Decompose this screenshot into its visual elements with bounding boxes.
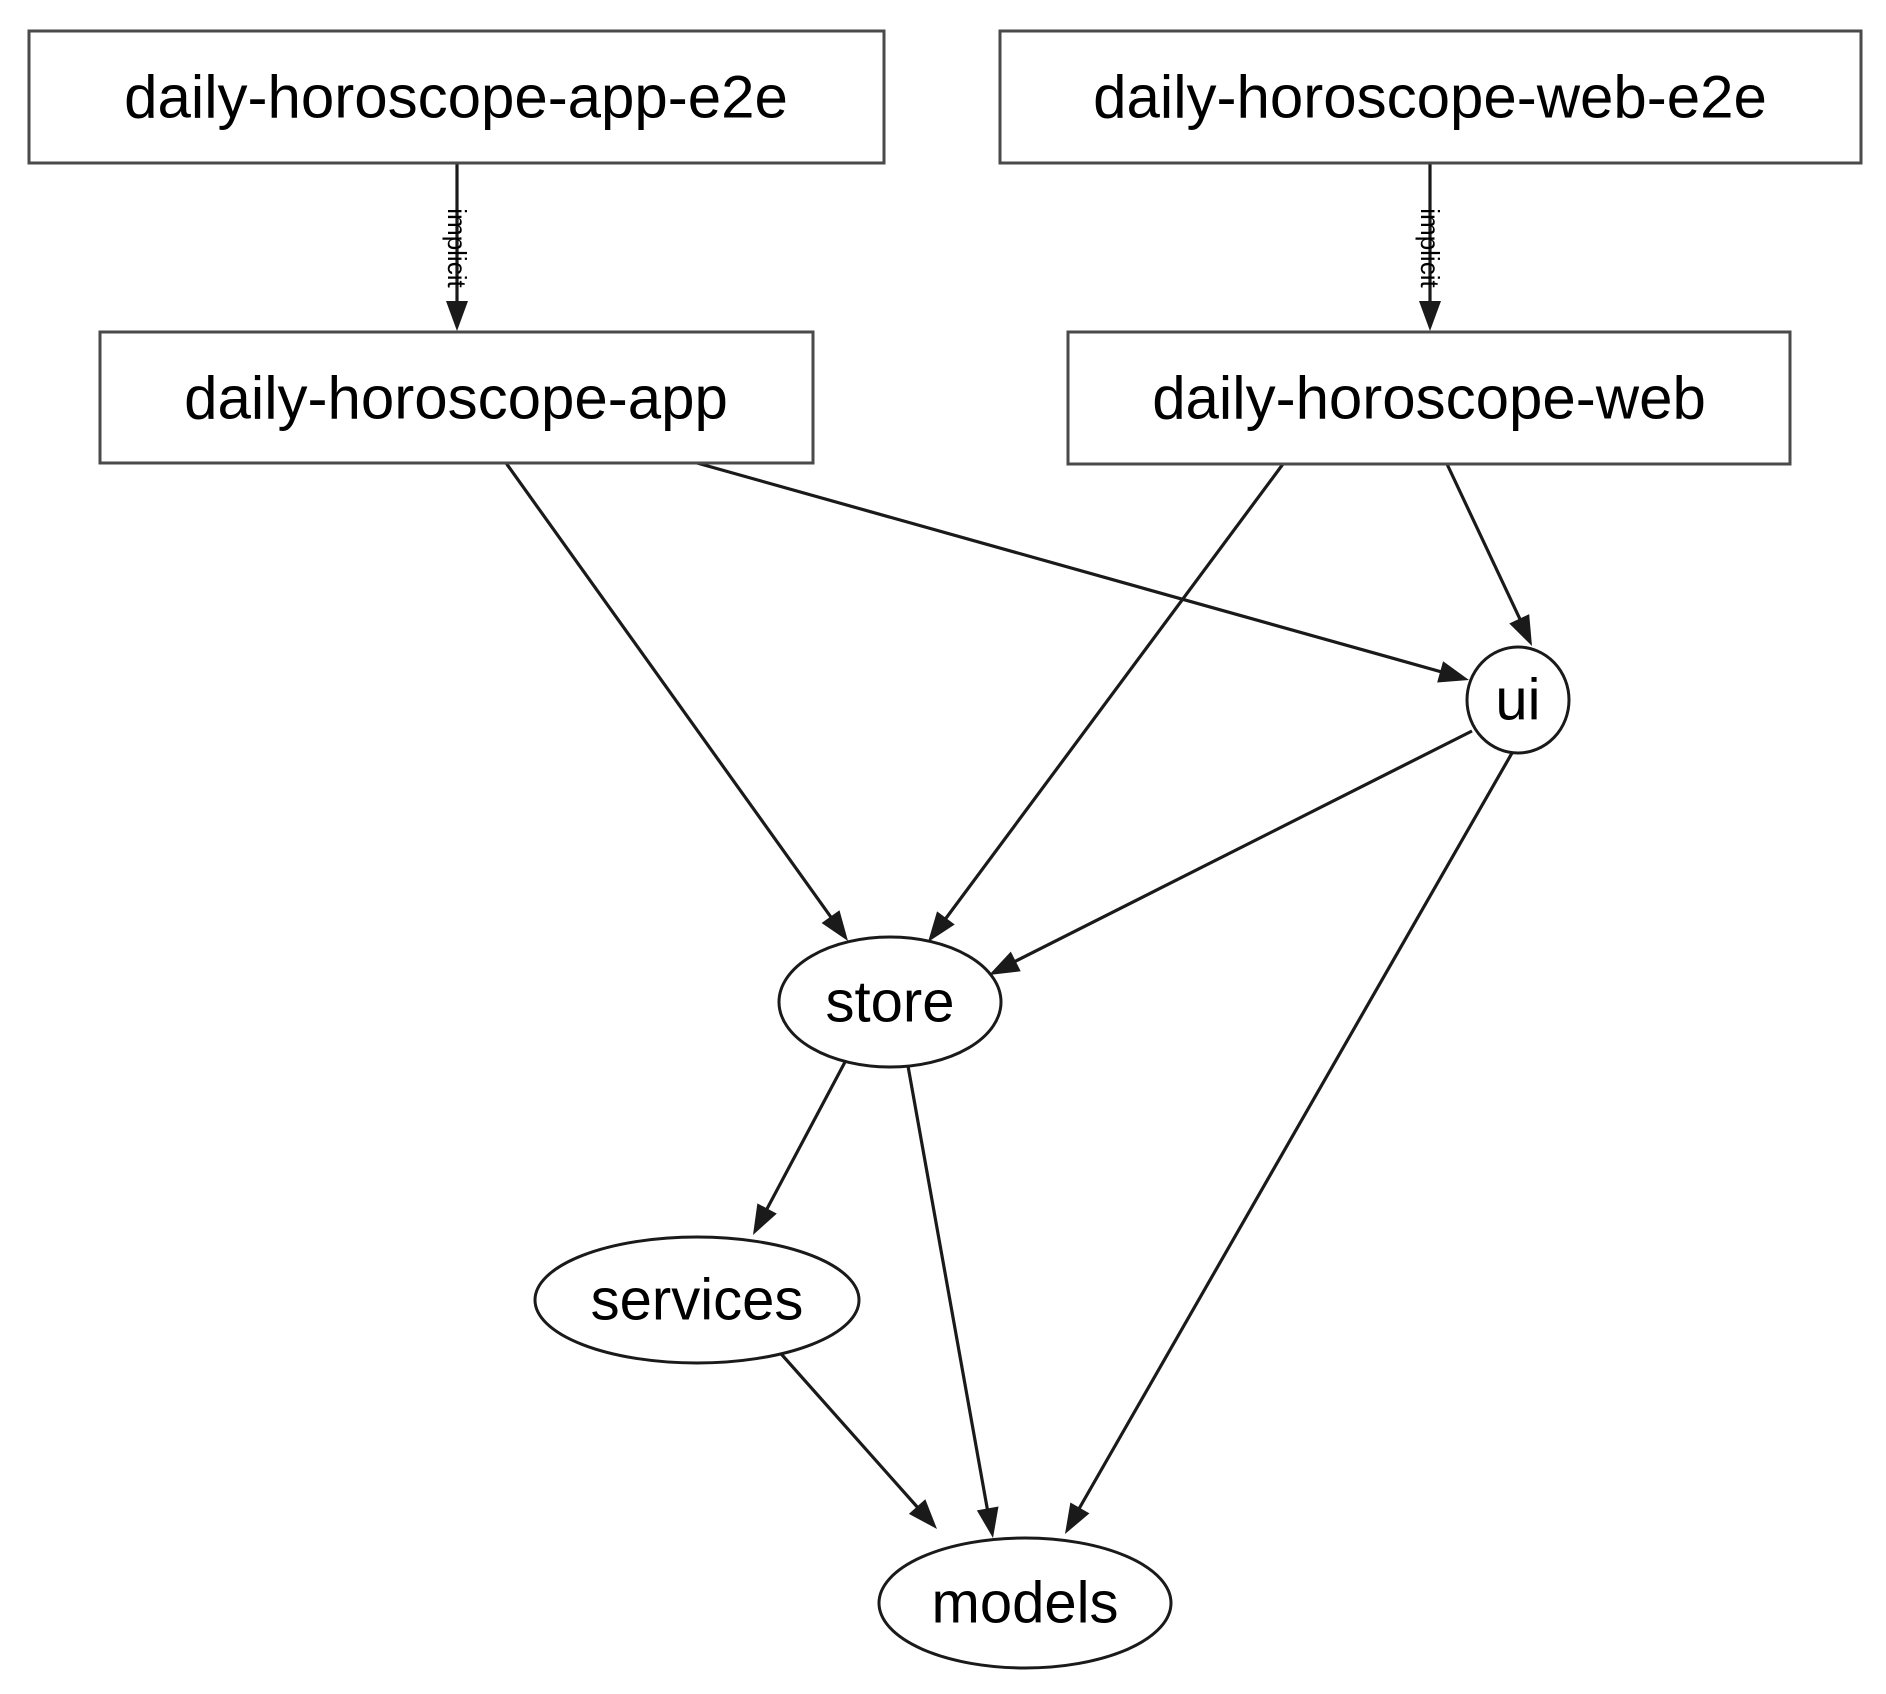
- edge-arrowhead-icon: [446, 301, 468, 331]
- node-box-shape[interactable]: [998, 29, 1863, 165]
- graph-edge: [928, 463, 1285, 942]
- edge-arrowhead-icon: [989, 951, 1021, 975]
- edge-label: implicit: [1415, 208, 1445, 288]
- edge-arrowhead-icon: [1065, 1502, 1090, 1534]
- node-label: daily-horoscope-web: [1152, 365, 1706, 432]
- graph-edge: [989, 729, 1473, 975]
- node-label: store: [826, 970, 955, 1035]
- edge-label: implicit: [442, 208, 472, 288]
- nodes-layer: daily-horoscope-app-e2e daily-horoscope-w…: [27, 29, 1863, 1670]
- graph-node-daily-horoscope-app[interactable]: daily-horoscope-app: [98, 330, 815, 465]
- graph-node-services[interactable]: services: [533, 1235, 861, 1365]
- node-label: daily-horoscope-app: [184, 365, 728, 432]
- edge-arrowhead-icon: [1419, 301, 1441, 331]
- edges-layer: [446, 163, 1532, 1538]
- graph-edge: [1065, 752, 1514, 1534]
- node-ellipse-shape[interactable]: [1465, 645, 1571, 755]
- edge-line: [773, 1345, 929, 1520]
- node-box-shape[interactable]: [27, 29, 886, 165]
- node-ellipse-shape[interactable]: [877, 1536, 1173, 1670]
- edge-line: [1070, 752, 1514, 1522]
- graph-edge: [1445, 463, 1532, 646]
- edge-line: [906, 1065, 992, 1525]
- edge-arrowhead-icon: [976, 1506, 999, 1538]
- node-ellipse-shape[interactable]: [777, 935, 1003, 1069]
- graph-edge: [696, 461, 1469, 683]
- edge-arrowhead-icon: [753, 1203, 777, 1235]
- node-label: ui: [1495, 668, 1540, 733]
- edge-line: [758, 1061, 847, 1223]
- node-box-shape[interactable]: [1066, 330, 1792, 466]
- edge-line: [1445, 463, 1528, 633]
- graph-node-daily-horoscope-web[interactable]: daily-horoscope-web: [1066, 330, 1792, 466]
- node-label: daily-horoscope-web-e2e: [1093, 64, 1767, 131]
- edge-line: [504, 462, 840, 928]
- node-ellipse-shape[interactable]: [533, 1235, 861, 1365]
- edge-arrowhead-icon: [908, 1499, 937, 1529]
- graph-edge: [1419, 163, 1441, 331]
- graph-node-daily-horoscope-web-e2e[interactable]: daily-horoscope-web-e2e: [998, 29, 1863, 165]
- edge-line: [1001, 729, 1473, 970]
- graph-node-store[interactable]: store: [777, 935, 1003, 1069]
- node-box-shape[interactable]: [98, 330, 815, 465]
- edge-labels-layer: implicit implicit: [442, 208, 1445, 288]
- node-label: services: [591, 1268, 804, 1333]
- edge-arrowhead-icon: [1437, 661, 1469, 683]
- graph-edge: [773, 1345, 937, 1529]
- node-label: daily-horoscope-app-e2e: [124, 64, 788, 131]
- graph-node-models[interactable]: models: [877, 1536, 1173, 1670]
- graph-edge: [504, 462, 848, 941]
- graph-edge: [753, 1061, 847, 1235]
- graph-node-ui[interactable]: ui: [1465, 645, 1571, 755]
- graph-edge: [446, 163, 468, 331]
- node-label: models: [932, 1571, 1119, 1636]
- edge-line: [936, 463, 1285, 930]
- edge-arrowhead-icon: [928, 911, 955, 942]
- edge-arrowhead-icon: [1509, 614, 1532, 646]
- graph-node-daily-horoscope-app-e2e[interactable]: daily-horoscope-app-e2e: [27, 29, 886, 165]
- edge-line: [696, 461, 1457, 678]
- graph-edge: [906, 1065, 999, 1538]
- edge-arrowhead-icon: [821, 910, 848, 941]
